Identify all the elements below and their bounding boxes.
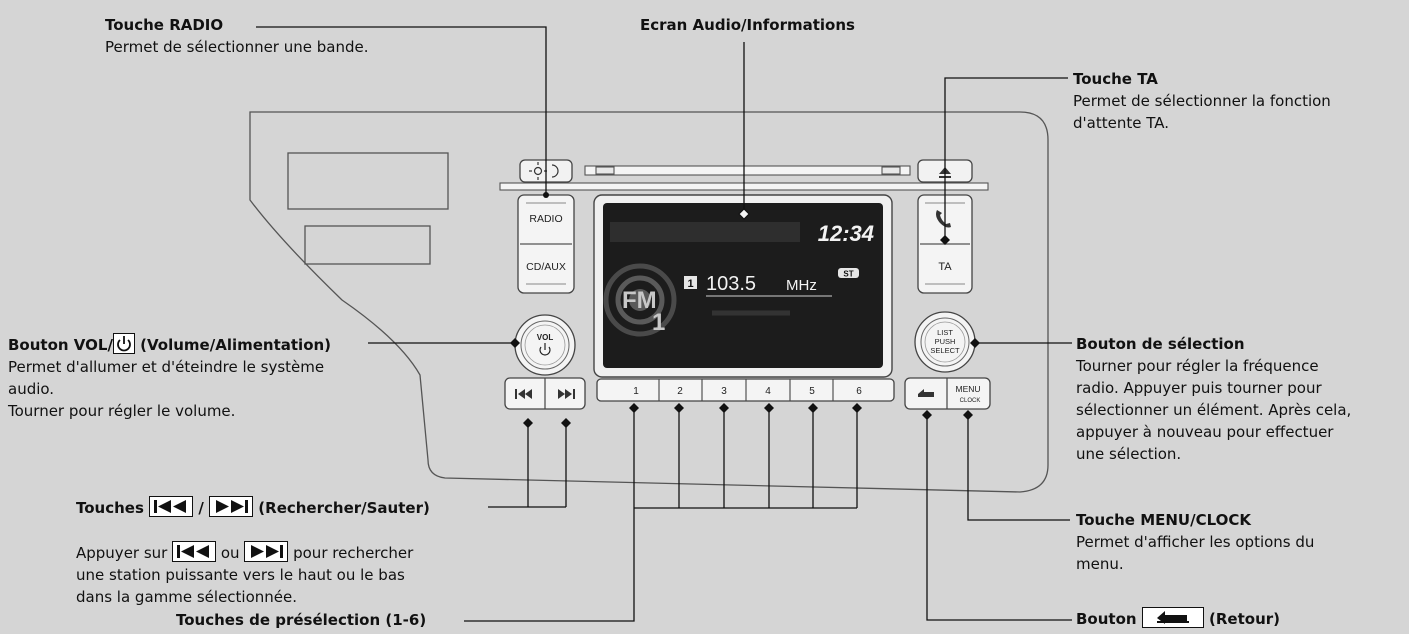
ta-button-label: TA: [938, 261, 952, 273]
menu-button-label: MENU: [955, 384, 980, 394]
callout-seek-desc-line2: une station puissante vers le haut ou le…: [76, 566, 405, 606]
radio-button[interactable]: RADIO: [526, 202, 566, 225]
display-band-number: 1: [652, 309, 665, 336]
callout-ta-title: Touche TA: [1073, 70, 1158, 88]
callout-select: Bouton de sélection Tourner pour régler …: [1076, 333, 1351, 465]
display-time: 12:34: [818, 221, 874, 246]
callout-vol-title: Bouton VOL/ (Volume/Alimentation): [8, 333, 331, 356]
callout-menu: Touche MENU/CLOCK Permet d'afficher les …: [1076, 509, 1314, 575]
back-arrow-icon: [1141, 607, 1204, 628]
leader-back: [926, 415, 1072, 621]
callout-seek-desc1-mid: ou: [216, 544, 245, 562]
seek-forward-icon: [209, 496, 254, 517]
callout-seek-desc1-pre: Appuyer sur: [76, 544, 173, 562]
seek-back-icon: [515, 389, 532, 399]
preset-strip: [596, 378, 895, 402]
clock-button-label: CLOCK: [960, 398, 981, 404]
display-frequency: 103.5: [706, 273, 756, 295]
preset-button-2[interactable]: 2: [677, 386, 683, 397]
seek-back-button[interactable]: [515, 389, 532, 399]
vol-knob-label: VOL: [537, 333, 554, 342]
ta-button[interactable]: TA: [925, 261, 965, 285]
preset-button-5[interactable]: 5: [809, 386, 815, 397]
callout-seek-title-post: (Rechercher/Sauter): [253, 499, 430, 517]
leader-radio: [256, 26, 547, 195]
callout-seek-desc1-post: pour rechercher: [288, 544, 414, 562]
callout-radio: Touche RADIO Permet de sélectionner une …: [105, 14, 369, 58]
cdaux-button-label: CD/AUX: [526, 261, 566, 273]
callout-select-desc: Tourner pour régler la fréquence radio. …: [1076, 357, 1352, 463]
preset-button-3[interactable]: 3: [721, 386, 727, 397]
leader-dots: [510, 192, 980, 428]
preset-button-1[interactable]: 1: [633, 386, 639, 397]
leader-lines: [256, 26, 1072, 622]
leader-presets: [464, 408, 635, 622]
callout-ta-desc: Permet de sélectionner la fonction d'att…: [1073, 92, 1331, 132]
cdaux-button[interactable]: CD/AUX: [526, 261, 566, 285]
callout-seek-desc-line1: Appuyer sur ou pour rechercher: [76, 519, 430, 564]
display-preset: 1: [687, 278, 693, 290]
seek-forward-button[interactable]: [558, 389, 575, 399]
display-stereo-badge: [838, 268, 859, 278]
power-icon: [112, 333, 135, 354]
leader-ta: [944, 77, 1068, 240]
callout-back-title: Bouton (Retour): [1076, 607, 1280, 630]
callout-back: Bouton (Retour): [1076, 607, 1280, 630]
callout-back-title-pre: Bouton: [1076, 610, 1142, 628]
callout-back-title-post: (Retour): [1203, 610, 1281, 628]
selector-label-2: PUSH: [935, 337, 956, 346]
menu-clock-button[interactable]: MENU CLOCK: [955, 384, 980, 404]
callout-presets-title: Touches de présélection (1-6): [176, 611, 427, 629]
callout-menu-desc: Permet d'afficher les options du menu.: [1076, 533, 1315, 573]
callout-seek-title-mid: /: [193, 499, 210, 517]
callout-seek-title: Touches / (Rechercher/Sauter): [76, 496, 430, 519]
seek-forward-icon: [244, 541, 289, 562]
callout-select-title: Bouton de sélection: [1076, 335, 1245, 353]
vent-slot-upper: [287, 152, 449, 210]
callout-radio-title: Touche RADIO: [105, 16, 224, 34]
callout-vol: Bouton VOL/ (Volume/Alimentation) Permet…: [8, 333, 331, 422]
dashboard-outline: [249, 111, 1049, 493]
back-arrow-icon: [918, 389, 934, 397]
callout-screen: Ecran Audio/Informations: [640, 14, 855, 36]
seek-forward-icon: [558, 389, 575, 399]
display-band: FM: [622, 287, 657, 314]
vol-knob[interactable]: VOL: [514, 314, 576, 376]
callout-presets: Touches de présélection (1-6): [176, 609, 426, 631]
cd-slot: [584, 165, 911, 176]
seek-back-icon: [149, 496, 194, 517]
power-icon: [539, 343, 551, 356]
preset-button-4[interactable]: 4: [765, 386, 771, 397]
display-screen: [603, 203, 883, 368]
selector-label-3: SELECT: [930, 346, 960, 355]
vent-slot-lower: [304, 225, 431, 265]
back-button[interactable]: [918, 389, 934, 397]
preset-button-6[interactable]: 6: [856, 386, 862, 397]
callout-radio-desc: Permet de sélectionner une bande.: [105, 38, 369, 56]
callout-menu-title: Touche MENU/CLOCK: [1076, 511, 1251, 529]
phone-icon: [936, 210, 951, 228]
selector-label-1: LIST: [937, 328, 953, 337]
callout-ta: Touche TA Permet de sélectionner la fonc…: [1073, 68, 1331, 134]
display-unit: MHz: [786, 277, 817, 294]
callout-seek-title-pre: Touches: [76, 499, 150, 517]
radio-button-label: RADIO: [529, 213, 562, 225]
callout-vol-title-pre: Bouton VOL/: [8, 336, 113, 354]
callout-screen-title: Ecran Audio/Informations: [640, 16, 855, 34]
display-stereo: ST: [843, 270, 853, 279]
leader-menu: [967, 415, 1070, 521]
seek-back-icon: [172, 541, 217, 562]
display-topbar: [610, 222, 800, 242]
display-preset-box: [684, 276, 697, 289]
selector-knob[interactable]: LIST PUSH SELECT: [914, 311, 976, 373]
callout-seek: Touches / (Rechercher/Sauter) Appuyer su…: [76, 496, 430, 608]
callout-vol-desc: Permet d'allumer et d'éteindre le systèm…: [8, 358, 325, 420]
fm-band-graphic: [603, 263, 677, 337]
callout-vol-title-post: (Volume/Alimentation): [134, 336, 332, 354]
